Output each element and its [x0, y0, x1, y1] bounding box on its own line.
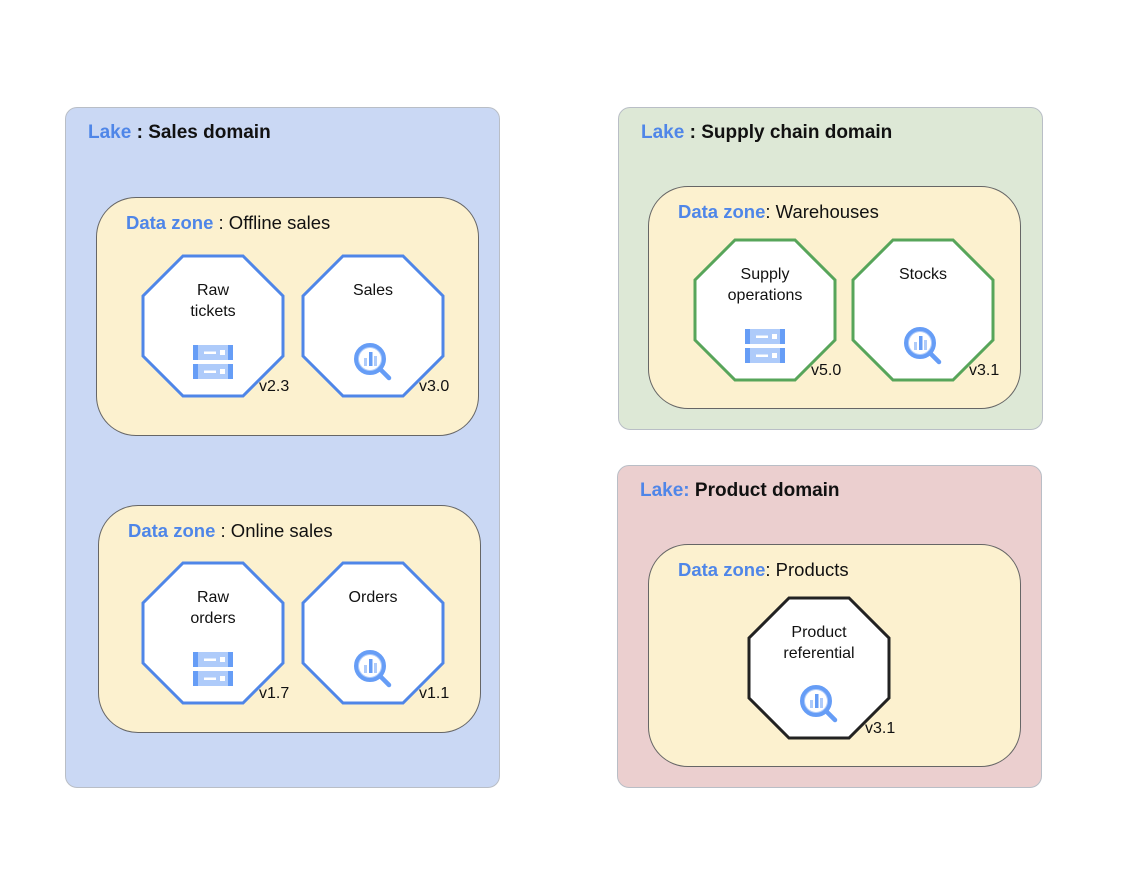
zone-title: Data zone : Offline sales [126, 212, 331, 233]
bigquery-icon [354, 650, 392, 688]
zone-title: Data zone: Products [678, 559, 849, 580]
octagon-shape [141, 561, 285, 705]
lake-title: Lake : Sales domain [88, 122, 271, 143]
node-product-referential[interactable]: Product referential v3.1 [747, 596, 895, 740]
zone-title: Data zone : Online sales [128, 520, 333, 541]
lake-title: Lake : Supply chain domain [641, 122, 893, 143]
octagon-shape [693, 238, 837, 382]
node-label: Raw tickets [190, 282, 236, 320]
version-label: v5.0 [811, 362, 842, 379]
node-label: Orders [348, 589, 398, 606]
storage-icon [745, 329, 785, 363]
storage-icon [193, 652, 233, 686]
node-raw-orders[interactable]: Raw orders v1.7 [141, 561, 289, 705]
octagon-shape [747, 596, 891, 740]
node-supply-operations[interactable]: Supply operations v5.0 [693, 238, 841, 382]
version-label: v3.1 [865, 720, 896, 737]
storage-icon [193, 345, 233, 379]
node-label: Product referential [783, 624, 855, 662]
bigquery-icon [904, 327, 942, 365]
node-orders[interactable]: Orders v1.1 [301, 561, 449, 705]
node-label: Raw orders [190, 589, 236, 627]
node-raw-tickets[interactable]: Raw tickets v2.3 [141, 254, 289, 398]
version-label: v3.0 [419, 378, 450, 395]
node-sales[interactable]: Sales v3.0 [301, 254, 449, 398]
version-label: v1.7 [259, 685, 290, 702]
octagon-shape [301, 254, 445, 398]
bigquery-icon [354, 343, 392, 381]
bigquery-icon [800, 685, 838, 723]
zone-title: Data zone: Warehouses [678, 201, 879, 222]
node-label: Supply operations [727, 266, 803, 304]
node-label: Sales [352, 282, 394, 299]
version-label: v3.1 [969, 362, 1000, 379]
octagon-shape [851, 238, 995, 382]
lake-title: Lake: Product domain [640, 480, 840, 501]
version-label: v2.3 [259, 378, 290, 395]
node-stocks[interactable]: Stocks v3.1 [851, 238, 999, 382]
version-label: v1.1 [419, 685, 450, 702]
node-label: Stocks [898, 266, 947, 283]
octagon-shape [141, 254, 285, 398]
octagon-shape [301, 561, 445, 705]
